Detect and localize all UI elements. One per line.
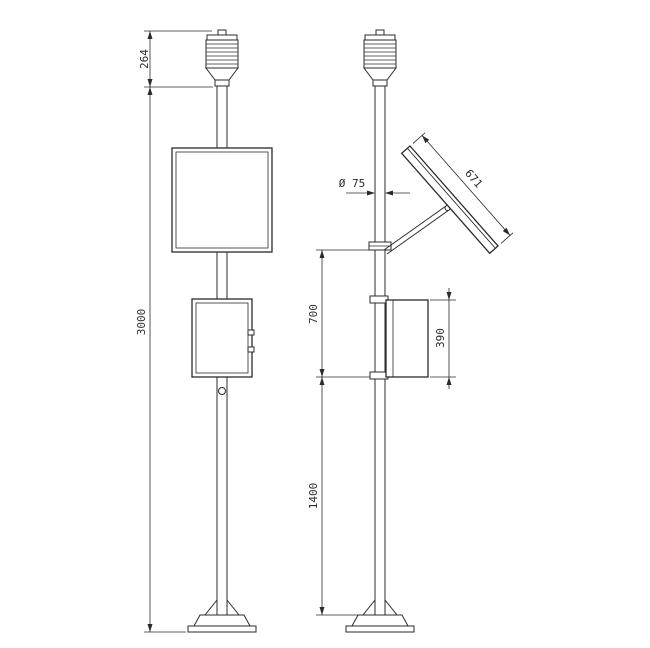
control-box-outer	[191, 298, 253, 378]
arrow-up-icon	[147, 87, 153, 95]
dim-bracket-to-box: 700	[307, 249, 370, 378]
box-latch-top	[247, 329, 255, 336]
sensor-bottom-cone	[205, 67, 239, 81]
dim-sensor-height: 264	[138, 30, 213, 88]
control-box-inner	[195, 302, 249, 374]
solar-panel-slab	[400, 145, 499, 255]
arrow-right-icon	[367, 190, 375, 196]
arrow-down-icon	[147, 79, 153, 87]
arrow-down-icon	[319, 369, 325, 377]
base-plate-side	[345, 598, 415, 633]
box-clamp-top	[369, 295, 389, 304]
arrow-upleft-icon	[422, 135, 430, 144]
dim-pole-diameter: Ø 75	[339, 177, 410, 196]
side-view: 671 Ø 75	[307, 29, 514, 633]
solar-panel-front	[171, 147, 273, 253]
arrow-down-icon	[446, 292, 452, 300]
sensor-collar	[214, 79, 230, 87]
arrow-downright-icon	[502, 227, 510, 236]
mast-side	[374, 85, 386, 616]
arrow-left-icon	[385, 190, 393, 196]
sensor-top-cap	[364, 34, 396, 41]
arrow-up-icon	[147, 31, 153, 39]
gusset-left	[361, 598, 376, 616]
dim-panel-length: 671	[412, 132, 514, 244]
strut-line	[386, 209, 450, 255]
sensor-louver-body	[205, 39, 239, 69]
solar-panel-side	[400, 145, 499, 255]
dim-label-1400: 1400	[307, 483, 320, 510]
solar-panel-outer	[171, 147, 273, 253]
solar-panel-mount	[368, 205, 451, 255]
weather-sensor-side	[363, 29, 397, 87]
dim-box-height: 390	[430, 288, 456, 389]
dim-label-671: 671	[462, 167, 485, 191]
gusset-right	[384, 598, 399, 616]
gusset-left	[203, 598, 218, 616]
dim-total-height: 3000	[135, 87, 186, 633]
dim-extension-line	[500, 232, 514, 244]
box-latch-bottom	[247, 346, 255, 353]
dim-line	[421, 135, 511, 236]
cable-gland	[218, 387, 226, 395]
dim-box-to-base: 1400	[307, 377, 358, 616]
control-box-body	[385, 299, 429, 378]
dim-label-700: 700	[307, 304, 320, 324]
control-box-front	[191, 298, 255, 378]
box-clamp-bottom	[369, 371, 389, 380]
solar-panel-inner	[175, 151, 269, 249]
weather-sensor-front	[205, 29, 239, 87]
front-view: 264 3000	[135, 29, 273, 633]
base-plate-front	[187, 598, 257, 633]
arrow-up-icon	[319, 250, 325, 258]
dim-label-3000: 3000	[135, 309, 148, 336]
dim-label-diameter: Ø 75	[339, 177, 366, 190]
dim-extension-line	[412, 132, 426, 144]
base-plate	[345, 625, 415, 633]
solar-panel-frame-line	[407, 148, 496, 249]
sensor-antenna-stub	[375, 29, 385, 36]
sensor-antenna-stub	[217, 29, 227, 36]
arrow-down-icon	[147, 624, 153, 632]
arrow-down-icon	[319, 607, 325, 615]
dim-label-264: 264	[138, 49, 151, 69]
gusset-right	[226, 598, 241, 616]
arrow-up-icon	[446, 377, 452, 385]
sensor-top-cap	[206, 34, 238, 41]
sensor-bottom-cone	[363, 67, 397, 81]
base-plate	[187, 625, 257, 633]
base-flange	[351, 614, 409, 627]
control-box-side	[369, 295, 429, 380]
arrow-up-icon	[319, 377, 325, 385]
base-flange	[193, 614, 251, 627]
sensor-collar	[372, 79, 388, 87]
dim-label-390: 390	[434, 328, 447, 348]
strut-line	[383, 205, 447, 251]
